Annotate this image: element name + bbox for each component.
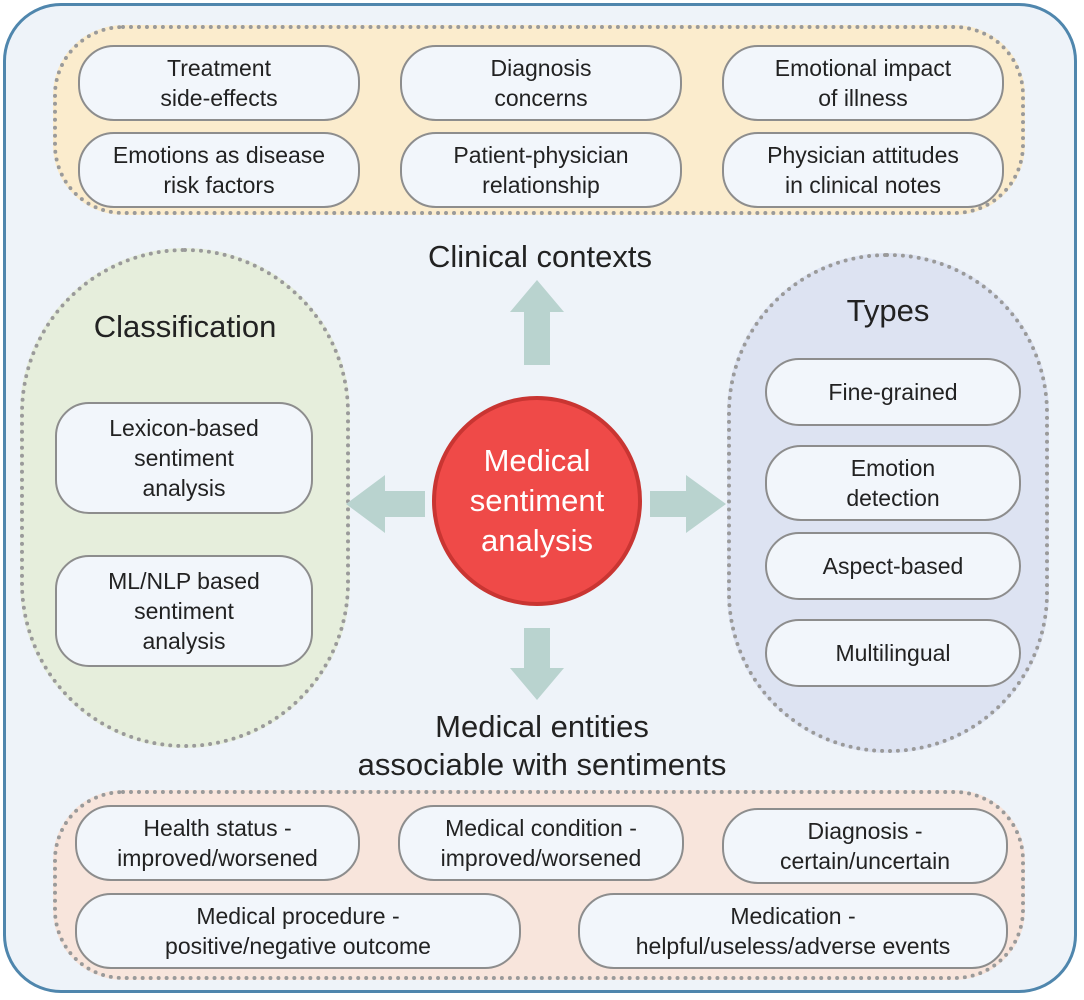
classification-item: ML/NLP based sentiment analysis (55, 555, 313, 667)
entity-item: Medical procedure - positive/negative ou… (75, 893, 521, 969)
classification-item: Lexicon-based sentiment analysis (55, 402, 313, 514)
classification-title: Classification (93, 309, 277, 344)
medical-entities-title: Medical entities associable with sentime… (357, 709, 727, 782)
arrow-down (510, 628, 564, 700)
entity-item: Diagnosis - certain/uncertain (722, 808, 1008, 884)
context-item: Diagnosis concerns (400, 45, 682, 121)
entity-item: Medical condition - improved/worsened (398, 805, 684, 881)
clinical-contexts-title: Clinical contexts (428, 239, 652, 274)
context-item: Treatment side-effects (78, 45, 360, 121)
context-item: Emotional impact of illness (722, 45, 1004, 121)
arrow-up (510, 280, 564, 365)
entity-item: Health status - improved/worsened (75, 805, 360, 881)
context-item: Patient-physician relationship (400, 132, 682, 208)
context-item: Physician attitudes in clinical notes (722, 132, 1004, 208)
types-item: Multilingual (765, 619, 1021, 687)
types-item: Aspect-based (765, 532, 1021, 600)
arrow-left (346, 475, 425, 533)
context-item: Emotions as disease risk factors (78, 132, 360, 208)
types-item: Emotion detection (765, 445, 1021, 521)
types-title: Types (846, 293, 930, 328)
entity-item: Medication - helpful/useless/adverse eve… (578, 893, 1008, 969)
medical-sentiment-analysis-center: Medical sentiment analysis (432, 396, 642, 606)
types-item: Fine-grained (765, 358, 1021, 426)
arrow-right (650, 475, 726, 533)
